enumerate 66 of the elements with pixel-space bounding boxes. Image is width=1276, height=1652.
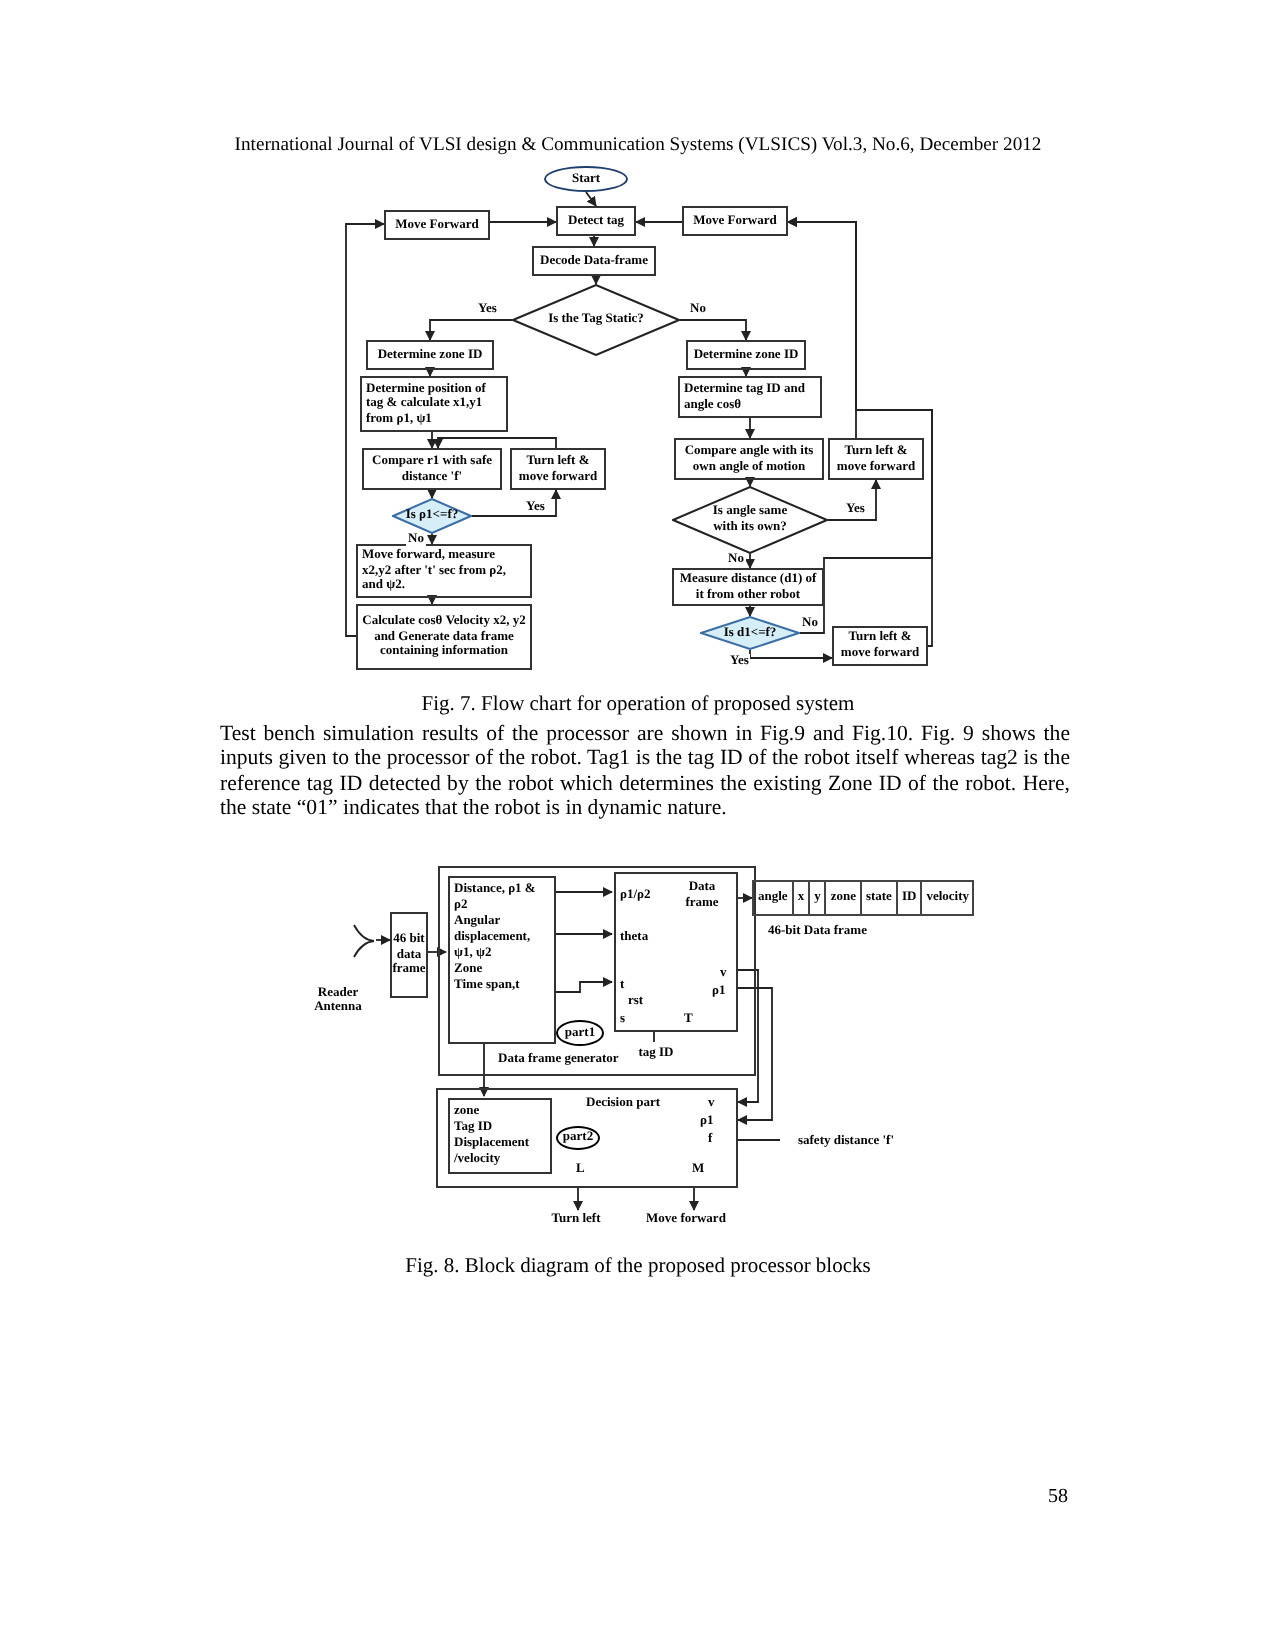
process-box — [390, 912, 428, 998]
decision-diamond — [392, 498, 472, 534]
arrow — [585, 191, 597, 207]
figure-caption: Fig. 7. Flow chart for operation of proposed system — [421, 692, 855, 720]
process-box — [686, 340, 806, 370]
arrow — [689, 1187, 699, 1211]
process-box — [356, 544, 532, 598]
arrow — [745, 605, 755, 617]
part-circle — [556, 1020, 604, 1046]
decision-diamond — [700, 616, 800, 650]
terminal-ellipse — [544, 166, 628, 192]
process-box — [678, 376, 822, 418]
arrow — [589, 235, 599, 247]
arrow — [345, 219, 385, 637]
arrow — [375, 935, 391, 945]
arrow — [745, 477, 755, 487]
arrow — [827, 479, 881, 521]
process-box — [448, 876, 556, 1044]
process-box — [674, 438, 824, 480]
arrow — [745, 553, 755, 569]
process-box — [614, 872, 738, 1032]
body-paragraph: Test bench simulation results of the processor are shown in Fig.9 and Fig.10. Fig. 9 shows the inputs given to the processor of the robot. Tag1 is the tag ID of the robot itself whereas tag2 is the reference tag ID detected by the robot which determines the existing Zone ID of the robot. Here, the state “01” indicates that the robot is in dynamic nature. — [220, 722, 1070, 821]
arrow — [735, 893, 753, 903]
arrow — [573, 1187, 583, 1211]
decision-diamond — [672, 486, 828, 554]
block-box — [438, 866, 756, 1076]
block-box — [436, 1088, 738, 1188]
arrow — [427, 947, 447, 957]
arrow — [735, 969, 759, 1107]
arrow — [741, 367, 751, 377]
running-header: International Journal of VLSI design & Communication Systems (VLSICS) Vol.3, No.6, December 2012 — [234, 132, 1042, 160]
process-box — [682, 206, 788, 236]
arrow — [433, 437, 557, 449]
process-box — [384, 210, 490, 240]
arrow — [427, 431, 437, 449]
decision-diamond — [512, 284, 680, 356]
arrow — [471, 489, 561, 517]
arrow — [553, 929, 613, 939]
arrow — [427, 489, 437, 499]
part-circle — [556, 1126, 600, 1150]
arrow — [745, 417, 755, 439]
process-box — [556, 206, 636, 236]
process-box — [532, 246, 656, 276]
connector-line — [653, 1029, 655, 1043]
arrow — [553, 887, 613, 897]
arrow — [553, 977, 613, 993]
arrow — [679, 319, 751, 341]
process-box — [366, 340, 494, 370]
arrow — [425, 319, 513, 341]
arrow — [479, 1041, 489, 1097]
arrow — [635, 217, 683, 227]
arrow — [427, 595, 437, 605]
page-number: 58 — [1048, 1484, 1068, 1512]
arrow — [489, 217, 557, 227]
arrow — [425, 367, 435, 377]
process-box — [356, 604, 532, 670]
arrow — [591, 275, 601, 285]
arrow — [735, 987, 773, 1125]
process-box — [362, 448, 502, 490]
connector-line — [737, 1139, 781, 1141]
figure-caption: Fig. 8. Block diagram of the proposed processor blocks — [405, 1254, 871, 1282]
process-box — [448, 1098, 552, 1174]
process-box — [672, 568, 824, 606]
arrow — [427, 533, 437, 545]
process-box — [360, 376, 508, 432]
arrow — [749, 649, 833, 663]
